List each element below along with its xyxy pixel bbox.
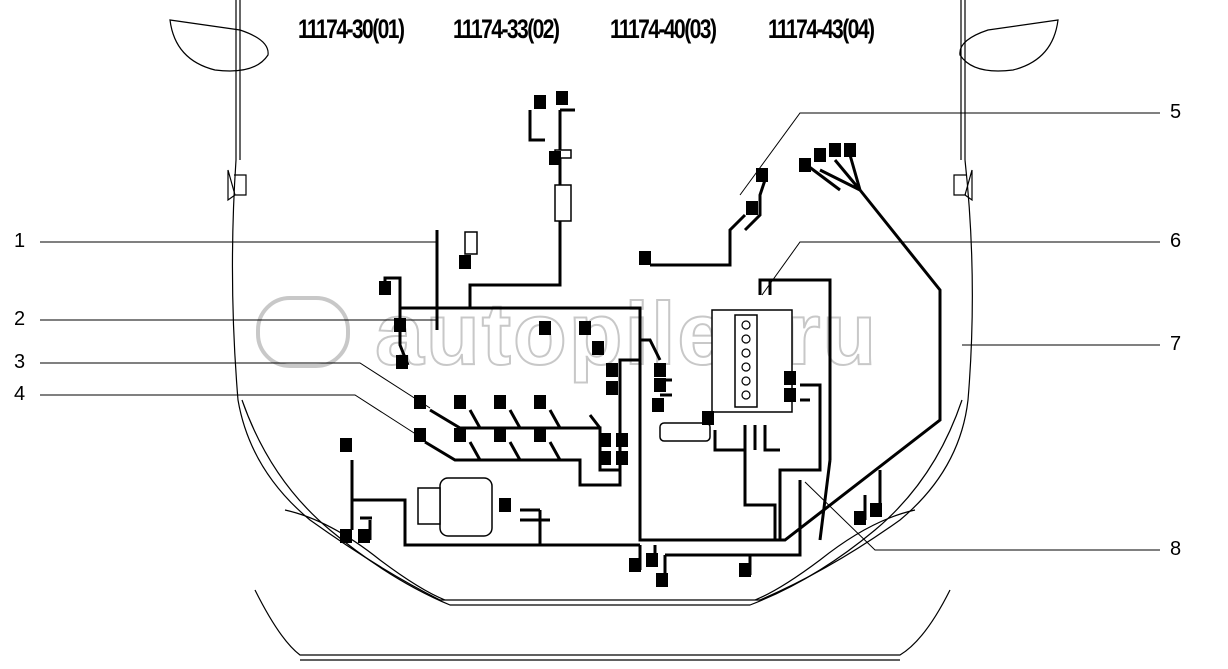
connector bbox=[539, 321, 551, 335]
connector bbox=[656, 573, 668, 587]
watermark-text: autopiler.ru bbox=[374, 283, 879, 384]
battery-cell-cap bbox=[741, 348, 751, 358]
watermark-logo bbox=[256, 296, 350, 368]
connector bbox=[652, 398, 664, 412]
connector bbox=[534, 95, 546, 109]
connector bbox=[340, 438, 352, 452]
connector bbox=[599, 433, 611, 447]
callout-3: 3 bbox=[14, 351, 26, 373]
car-body-outline bbox=[169, 0, 1059, 661]
connector bbox=[340, 529, 352, 543]
harness-wires bbox=[350, 108, 942, 585]
components bbox=[417, 149, 793, 537]
callout-2: 2 bbox=[14, 308, 26, 330]
connector bbox=[414, 428, 426, 442]
variant-label-2: 11174-33(02) bbox=[453, 14, 560, 44]
connector bbox=[549, 151, 561, 165]
connector bbox=[396, 355, 408, 369]
connector bbox=[534, 428, 546, 442]
connector bbox=[606, 363, 618, 377]
connector bbox=[829, 143, 841, 157]
left-mirror bbox=[169, 19, 269, 72]
connector bbox=[616, 451, 628, 465]
connector bbox=[414, 395, 426, 409]
connector bbox=[799, 158, 811, 172]
right-mirror bbox=[959, 19, 1059, 72]
connector bbox=[814, 148, 826, 162]
variant-label-4: 11174-43(04) bbox=[768, 14, 875, 44]
connector bbox=[784, 371, 796, 385]
connector bbox=[784, 388, 796, 402]
connector bbox=[756, 168, 768, 182]
connector bbox=[844, 143, 856, 157]
battery-cell-cap bbox=[741, 362, 751, 372]
connector bbox=[592, 341, 604, 355]
connector bbox=[379, 281, 391, 295]
variant-label-3: 11174-40(03) bbox=[610, 14, 717, 44]
connector bbox=[494, 428, 506, 442]
connector bbox=[358, 529, 370, 543]
connector bbox=[629, 558, 641, 572]
connector bbox=[394, 318, 406, 332]
connector bbox=[870, 503, 882, 517]
abs-unit bbox=[439, 477, 493, 537]
connector bbox=[454, 428, 466, 442]
connector bbox=[646, 553, 658, 567]
battery-cell-cap bbox=[741, 334, 751, 344]
connector bbox=[494, 395, 506, 409]
relay-module bbox=[554, 184, 572, 222]
connector bbox=[556, 91, 568, 105]
connector bbox=[499, 498, 511, 512]
callout-8: 8 bbox=[1170, 538, 1182, 560]
connector bbox=[654, 378, 666, 392]
connector bbox=[654, 363, 666, 377]
connector bbox=[579, 321, 591, 335]
connector bbox=[854, 511, 866, 525]
battery-cell-cap bbox=[741, 390, 751, 400]
battery-cell-cap bbox=[741, 376, 751, 386]
connector bbox=[746, 201, 758, 215]
callout-4: 4 bbox=[14, 383, 26, 405]
connector bbox=[606, 381, 618, 395]
callout-1: 1 bbox=[14, 230, 26, 252]
callout-7: 7 bbox=[1170, 333, 1182, 355]
connector bbox=[616, 433, 628, 447]
connector bbox=[639, 251, 651, 265]
battery-cell-cap bbox=[741, 320, 751, 330]
connector bbox=[459, 255, 471, 269]
callout-6: 6 bbox=[1170, 230, 1182, 252]
variant-label-1: 11174-30(01) bbox=[298, 14, 405, 44]
connector bbox=[702, 411, 714, 425]
callout-5: 5 bbox=[1170, 101, 1182, 123]
callout-leaders bbox=[40, 112, 1160, 551]
connector bbox=[599, 451, 611, 465]
connector bbox=[454, 395, 466, 409]
connector bbox=[739, 563, 751, 577]
connector bbox=[534, 395, 546, 409]
connectors bbox=[340, 91, 882, 587]
sensor bbox=[659, 422, 711, 442]
